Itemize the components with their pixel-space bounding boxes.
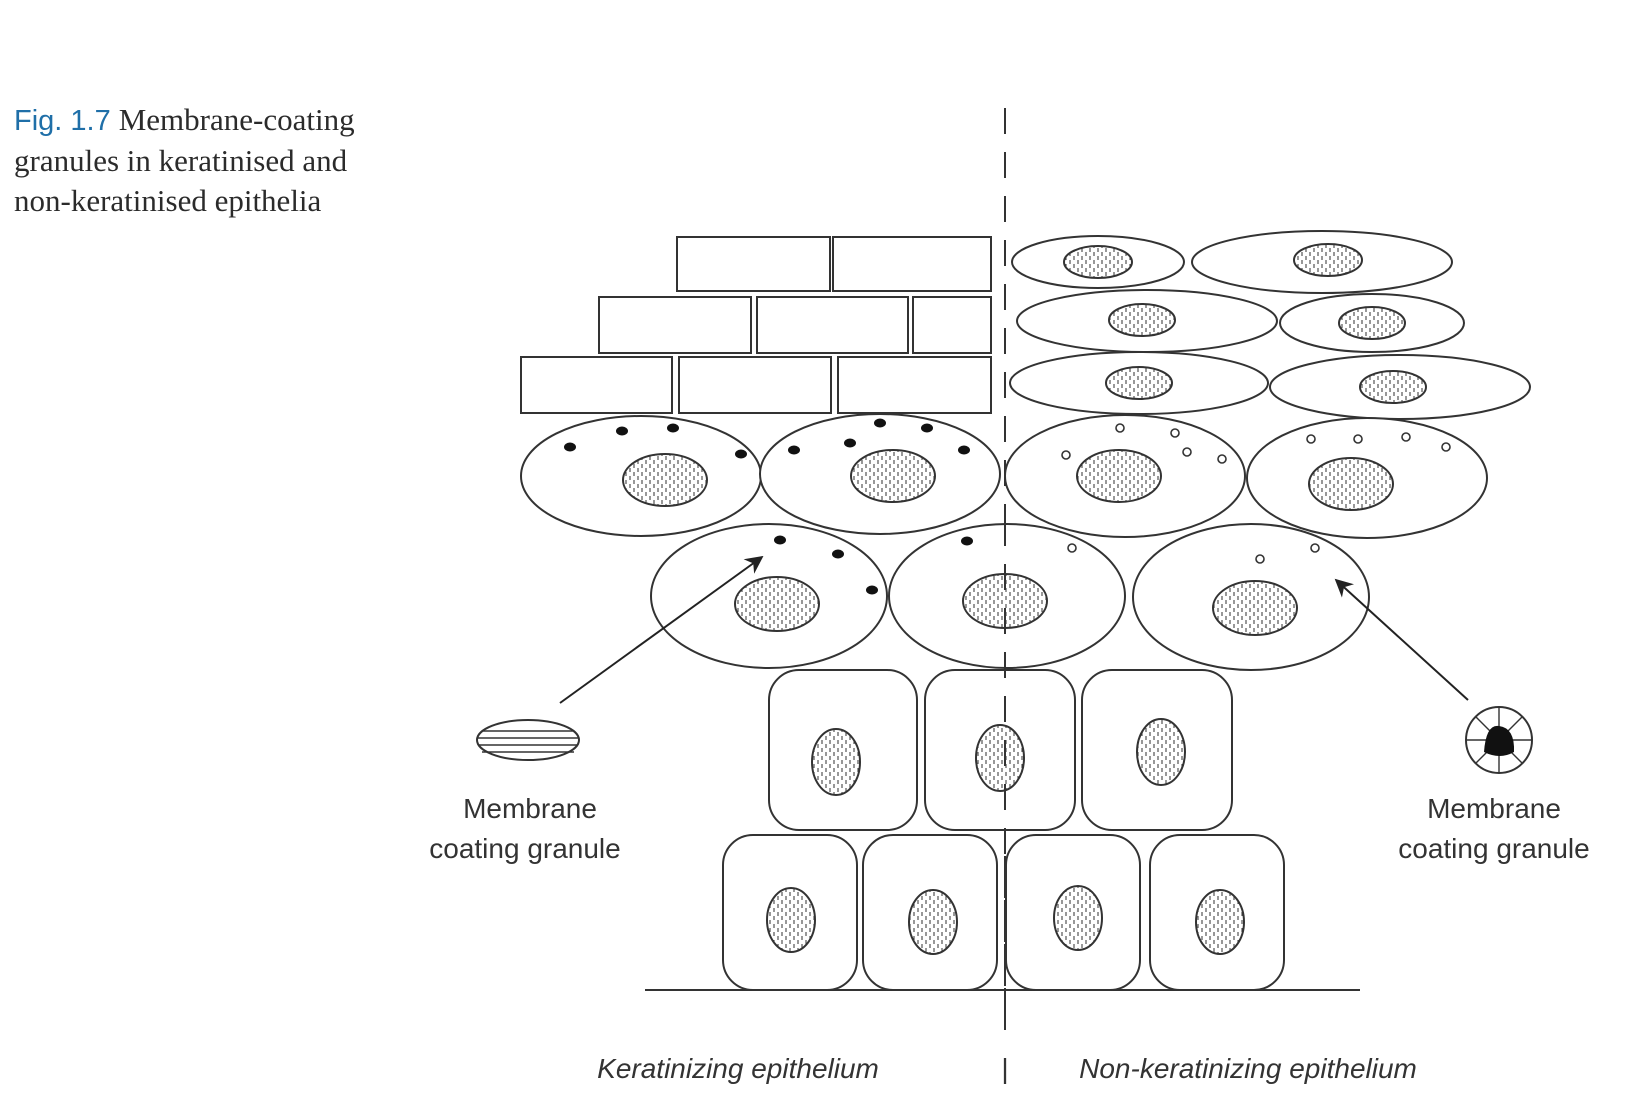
squame-cell <box>832 236 992 292</box>
flat-cell-nucleus <box>1359 370 1427 404</box>
squame-cell <box>676 236 831 292</box>
left-pointer-arrow <box>559 555 764 704</box>
squame-cell <box>678 356 832 414</box>
flat-cell-nucleus <box>1293 243 1363 277</box>
parabasal-cells <box>768 669 1233 831</box>
open-granules <box>1061 423 1451 564</box>
parabasal-cell-nucleus <box>975 724 1025 792</box>
open-granule <box>1061 450 1071 460</box>
dense-granule <box>844 438 856 448</box>
figure-number: Fig. 1.7 <box>14 105 111 137</box>
dense-granule <box>667 423 679 433</box>
flattened-surface-cells <box>1009 230 1531 420</box>
open-granule <box>1217 454 1227 464</box>
open-granule <box>1401 432 1411 442</box>
dense-granule <box>874 418 886 428</box>
basal-cells <box>722 834 1285 991</box>
open-granule <box>1306 434 1316 444</box>
keratinized-squames <box>520 236 992 414</box>
open-granule <box>1182 447 1192 457</box>
intermediate-layer-cells <box>650 523 1370 671</box>
basal-cell-nucleus <box>908 889 958 955</box>
dense-granule <box>832 549 844 559</box>
open-granule <box>1170 428 1180 438</box>
open-granule <box>1310 543 1320 553</box>
flat-cell-nucleus <box>1108 303 1176 337</box>
dense-granule <box>564 442 576 452</box>
granular-cell-nucleus <box>850 449 936 503</box>
squame-cell <box>598 296 752 354</box>
non-keratinizing-epithelium-label: Non-keratinizing epithelium <box>1079 1053 1417 1084</box>
open-granule <box>1353 434 1363 444</box>
squame-cell <box>520 356 673 414</box>
dense-granules <box>564 418 973 595</box>
squame-cell <box>756 296 909 354</box>
basal-cell-nucleus <box>1053 885 1103 951</box>
dense-granule <box>866 585 878 595</box>
dense-granule <box>921 423 933 433</box>
dense-granule <box>774 535 786 545</box>
dense-granule <box>958 445 970 455</box>
basal-cell-nucleus <box>766 887 816 953</box>
granular-cell-nucleus <box>1308 457 1394 511</box>
granular-cell-nucleus <box>1076 449 1162 503</box>
squame-cell <box>912 296 992 354</box>
flat-cell-nucleus <box>1063 245 1133 279</box>
separator-mark: | <box>1001 1053 1008 1084</box>
flat-cell-nucleus <box>1338 306 1406 340</box>
granular-layer-cells <box>520 413 1488 539</box>
parabasal-cell-nucleus <box>1136 718 1186 786</box>
dense-granule <box>788 445 800 455</box>
basal-cell-nucleus <box>1195 889 1245 955</box>
granular-cell-nucleus <box>622 453 708 507</box>
open-granule <box>1067 543 1077 553</box>
dense-granule <box>616 426 628 436</box>
intermediate-cell-nucleus <box>1212 580 1298 636</box>
dense-granule <box>735 449 747 459</box>
intermediate-cell-nucleus <box>734 576 820 632</box>
open-granule <box>1115 423 1125 433</box>
squame-cell <box>837 356 992 414</box>
keratinizing-epithelium-label: Keratinizing epithelium <box>597 1053 879 1084</box>
left-granule-label-line1: Membrane <box>463 793 597 824</box>
parabasal-cell-nucleus <box>811 728 861 796</box>
open-granule <box>1255 554 1265 564</box>
left-granule-detail-icon <box>476 719 580 761</box>
right-granule-label-line2: coating granule <box>1398 833 1589 864</box>
dense-granule <box>961 536 973 546</box>
left-granule-label-line2: coating granule <box>429 833 620 864</box>
flat-cell-nucleus <box>1105 366 1173 400</box>
right-granule-detail-icon <box>1465 706 1533 774</box>
open-granule <box>1441 442 1451 452</box>
right-pointer-arrow <box>1334 578 1469 701</box>
figure-caption-text: Membrane-coating granules in keratinised… <box>14 102 355 218</box>
right-granule-label-line1: Membrane <box>1427 793 1561 824</box>
